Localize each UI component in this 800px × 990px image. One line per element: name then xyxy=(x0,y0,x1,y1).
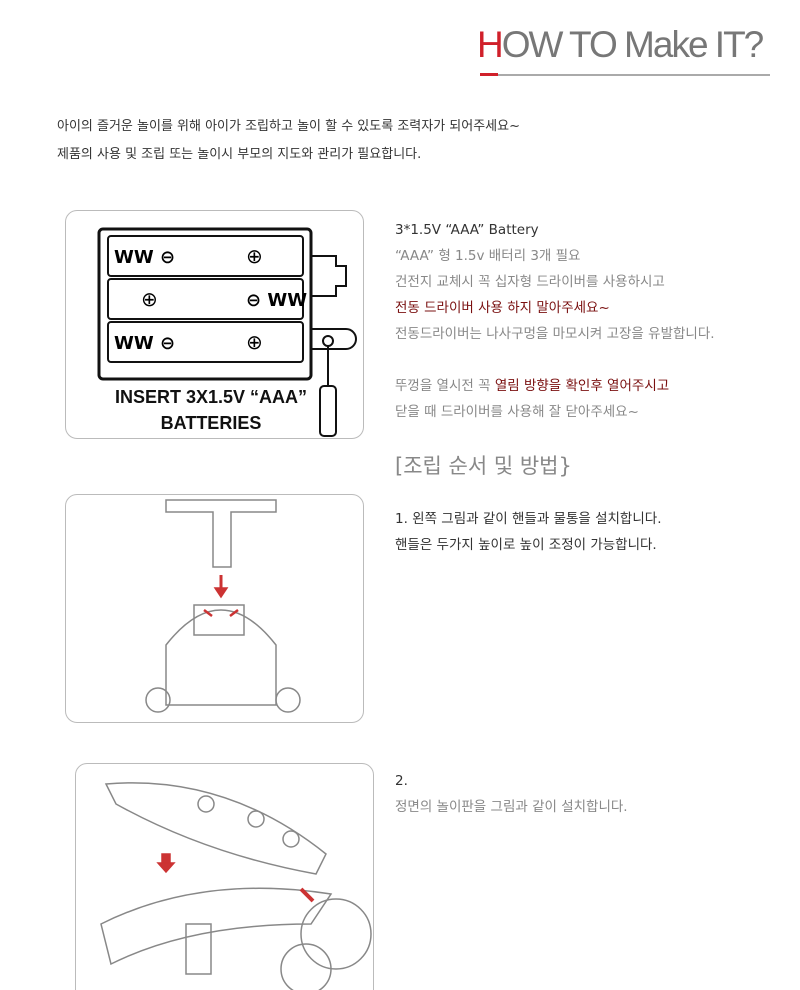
battery-label: BATTERIES xyxy=(160,413,262,433)
warning-line: 전동 드라이버 사용 하지 말아주세요~ xyxy=(395,300,610,316)
battery-image: WW ⊖ ⊕ ⊕ ⊖ WW WW ⊖ ⊕ INSERT 3X1.5V “AAA”… xyxy=(65,210,364,439)
step1-text: 1. 왼쪽 그림과 같이 핸들과 물통을 설치합니다. 핸들은 두가지 높이로 … xyxy=(395,506,661,558)
text-line: “AAA” 형 1.5v 배터리 3개 필요 xyxy=(395,248,581,264)
warning-span: 열림 방향을 확인후 열어주시고 xyxy=(494,378,670,394)
step-line: 1. 왼쪽 그림과 같이 핸들과 물통을 설치합니다. xyxy=(395,511,662,527)
play-board-install-illustration xyxy=(100,782,372,990)
page-title: HOW TO Make IT? xyxy=(477,24,765,66)
title-rest: OW TO Make IT? xyxy=(501,24,765,65)
step1-image xyxy=(65,494,364,723)
section-title: [조립 순서 및 방법} xyxy=(395,454,572,478)
step-line: 핸들은 두가지 높이로 높이 조정이 가능합니다. xyxy=(395,537,657,553)
intro-line: 제품의 사용 및 조립 또는 놀이시 부모의 지도와 관리가 필요합니다. xyxy=(57,147,422,162)
step-line: 정면의 놀이판을 그림과 같이 설치합니다. xyxy=(395,799,628,815)
text-line: 뚜껑을 열시전 꼭 열림 방향을 확인후 열어주시고 xyxy=(395,373,715,399)
svg-text:⊖ WW: ⊖ WW xyxy=(246,290,307,311)
battery-holder-illustration: WW ⊖ ⊕ ⊕ ⊖ WW WW ⊖ ⊕ xyxy=(97,227,357,437)
title-divider xyxy=(480,74,770,76)
svg-text:WW ⊖: WW ⊖ xyxy=(114,333,175,354)
svg-text:⊕: ⊕ xyxy=(246,244,263,268)
text-line: 건전지 교체시 꼭 십자형 드라이버를 사용하시고 xyxy=(395,274,665,290)
svg-text:WW ⊖: WW ⊖ xyxy=(114,247,175,268)
text-line: 전동드라이버는 나사구멍을 마모시켜 고장을 유발합니다. xyxy=(395,326,715,342)
battery-instructions: 3*1.5V “AAA” Battery “AAA” 형 1.5v 배터리 3개… xyxy=(395,217,715,425)
step2-text: 2. 정면의 놀이판을 그림과 같이 설치합니다. xyxy=(395,768,628,820)
intro-line: 아이의 즐거운 놀이를 위해 아이가 조립하고 놀이 할 수 있도록 조력자가 … xyxy=(57,119,520,134)
step2-image xyxy=(75,763,374,990)
text-span: 뚜껑을 열시전 꼭 xyxy=(395,378,495,394)
title-divider-accent xyxy=(480,73,498,76)
intro-text: 아이의 즐거운 놀이를 위해 아이가 조립하고 놀이 할 수 있도록 조력자가 … xyxy=(57,113,520,169)
svg-text:⊕: ⊕ xyxy=(141,287,158,311)
step-line: 2. xyxy=(395,773,408,789)
text-line: 닫을 때 드라이버를 사용해 잘 닫아주세요~ xyxy=(395,404,639,420)
title-accent: H xyxy=(477,24,504,65)
battery-heading: 3*1.5V “AAA” Battery xyxy=(395,222,539,238)
battery-label: INSERT 3X1.5V “AAA” xyxy=(114,387,308,407)
handle-install-illustration xyxy=(145,499,301,713)
svg-text:⊕: ⊕ xyxy=(246,330,263,354)
